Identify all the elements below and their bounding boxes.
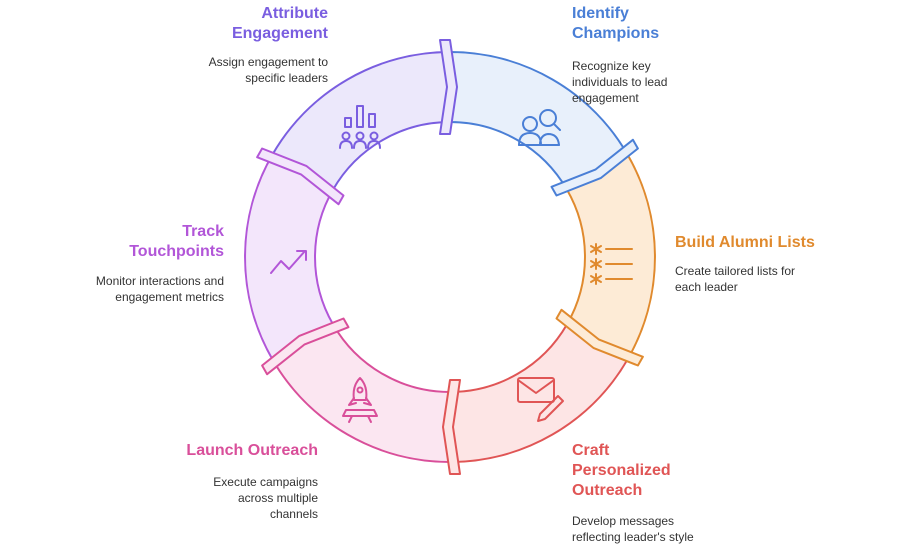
ring-chevron-launch (261, 317, 350, 376)
chart-people-icon (339, 105, 381, 149)
step-title-craft-personalized-outreach: Craft Personalized Outreach (572, 442, 671, 499)
step-desc-attribute-engagement: Assign engagement to specific leaders (208, 55, 328, 85)
step-title-build-alumni-lists: Build Alumni Lists (675, 234, 815, 251)
ring-chevron-track (256, 147, 345, 206)
step-title-attribute-engagement: Attribute Engagement (231, 5, 328, 42)
people-search-icon (518, 109, 561, 146)
envelope-pencil-icon (517, 377, 564, 422)
checklist-icon (590, 243, 633, 285)
step-title-identify-champions: Identify Champions (572, 5, 660, 42)
cycle-icons (270, 105, 633, 423)
ring-chevron-build (555, 308, 644, 367)
rocket-icon (342, 377, 378, 423)
ring-chevron-attribute (439, 39, 458, 135)
cycle-ring (244, 39, 656, 475)
ring-chevron-craft (442, 379, 461, 475)
step-desc-launch-outreach: Execute campaigns across multiple channe… (213, 475, 318, 521)
step-desc-track-touchpoints: Monitor interactions and engagement metr… (95, 274, 224, 304)
ring-chevron-identify (550, 138, 639, 197)
step-desc-craft-personalized-outreach: Develop messages reflecting leader's sty… (572, 514, 694, 544)
step-desc-identify-champions: Recognize key individuals to lead engage… (572, 59, 668, 105)
trend-arrow-icon (270, 250, 307, 274)
step-title-launch-outreach: Launch Outreach (186, 442, 318, 459)
step-title-track-touchpoints: Track Touchpoints (129, 223, 224, 260)
step-desc-build-alumni-lists: Create tailored lists for each leader (675, 264, 796, 294)
